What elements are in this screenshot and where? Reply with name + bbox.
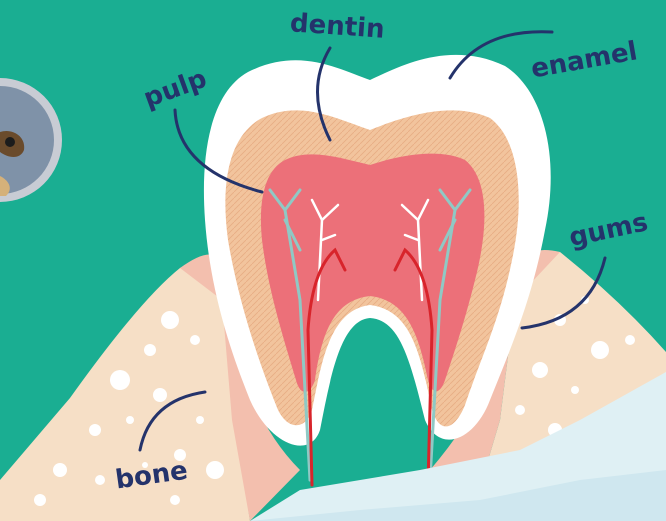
diagram-canvas: pulp dentin enamel gums bone	[0, 0, 666, 521]
tooth-anatomy-diagram: pulp dentin enamel gums bone	[0, 0, 666, 521]
